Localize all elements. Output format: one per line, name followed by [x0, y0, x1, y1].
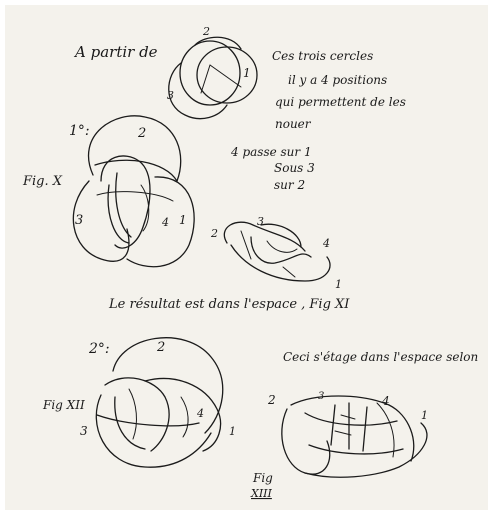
- small-knot-sketch: 2 1 3: [167, 25, 258, 120]
- fig13-label-4: 4: [381, 394, 390, 408]
- fig10-label-2: 2: [137, 126, 146, 141]
- position-line-3: sur 2: [274, 178, 305, 192]
- fig13-knot-sketch: 2 3 4 1: [267, 391, 428, 478]
- a-partir-text: A partir de: [73, 43, 158, 61]
- fig13-caption-line1: Fig: [252, 471, 273, 485]
- small-knot-label-2: 2: [202, 25, 210, 38]
- fig11-label-1: 1: [335, 278, 342, 291]
- result-text: Le résultat est dans l'espace , Fig XI: [108, 297, 350, 312]
- fig10-label-1: 1: [179, 213, 187, 227]
- fig11-label-3: 3: [257, 215, 264, 228]
- fig12-label-3: 3: [80, 424, 88, 438]
- position-line-2: Sous 3: [274, 161, 315, 175]
- manuscript-page: A partir de 2 1 3 Ces trois cercles il y…: [5, 5, 488, 510]
- position-line-1: 4 passe sur 1: [230, 145, 312, 159]
- small-knot-label-1: 1: [243, 66, 251, 80]
- fig11-label-4: 4: [322, 237, 330, 250]
- fig12-step: 2°:: [88, 341, 110, 357]
- fig12-knot-sketch: 2 3 4 1: [80, 337, 236, 468]
- fig13-label-3: 3: [318, 391, 324, 402]
- note-line-3: qui permettent de les: [275, 95, 406, 109]
- fig11-knot-sketch: 3 2 4 1: [210, 215, 342, 291]
- fig12-label-1: 1: [229, 425, 236, 438]
- note-line-2: il y a 4 positions: [288, 73, 387, 87]
- fig12-top-label: 2: [156, 340, 165, 355]
- fig10-caption: Fig. X: [22, 174, 63, 189]
- note-line-4: nouer: [275, 117, 312, 131]
- fig13-label-1: 1: [421, 409, 428, 422]
- fig13-caption-line2: XIII: [250, 487, 273, 500]
- fig12-caption: Fig XII: [42, 398, 85, 412]
- small-knot-label-3: 3: [167, 89, 174, 102]
- fig13-note: Ceci s'étage dans l'espace selon: [283, 350, 478, 364]
- fig10-step: 1°:: [69, 123, 90, 139]
- fig10-label-3: 3: [75, 213, 83, 228]
- fig10-label-4: 4: [161, 216, 169, 229]
- fig11-label-2: 2: [210, 227, 218, 240]
- fig12-label-4: 4: [196, 407, 204, 420]
- note-line-1: Ces trois cercles: [272, 49, 373, 63]
- manuscript-drawing: A partir de 2 1 3 Ces trois cercles il y…: [22, 25, 478, 500]
- fig13-label-2: 2: [267, 393, 276, 407]
- fig10-knot-sketch: 2 3 4 1: [72, 115, 195, 268]
